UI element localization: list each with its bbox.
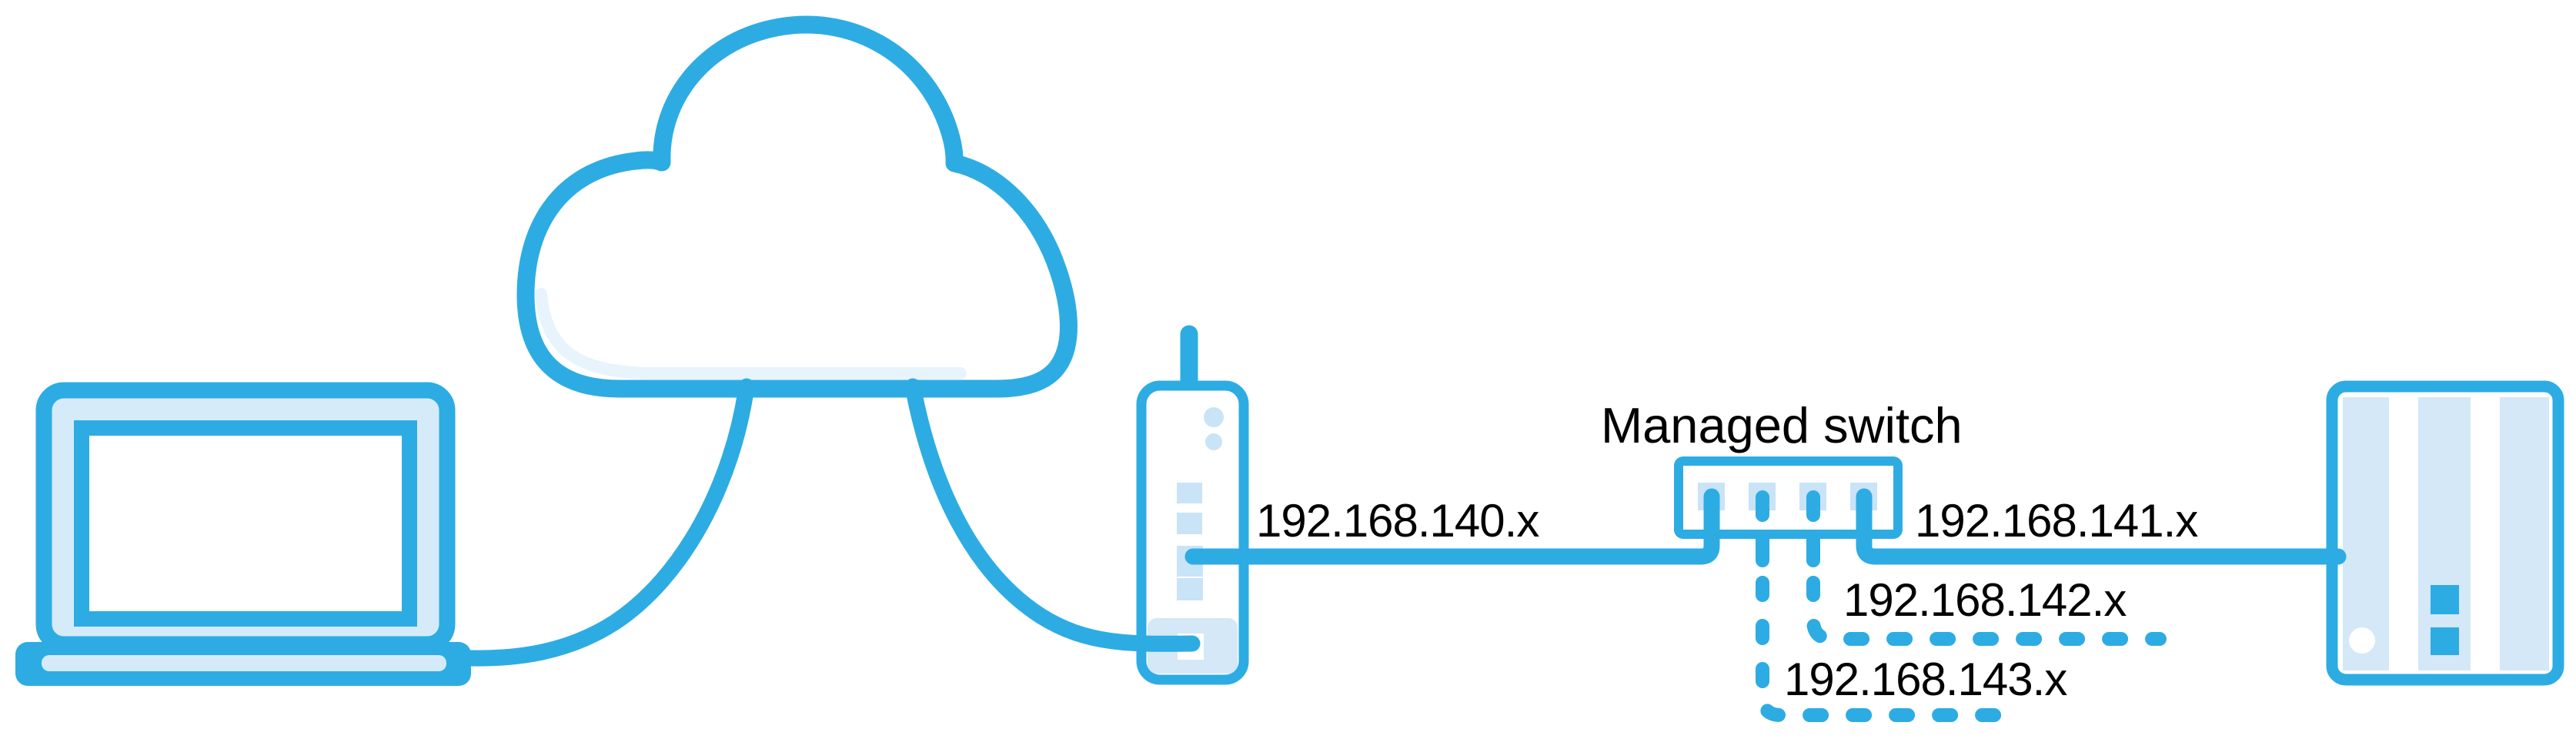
server-panel-3 — [2500, 397, 2549, 670]
server-panel-2 — [2418, 397, 2471, 670]
cable-cloud-to-router — [904, 378, 1201, 652]
router-led-2 — [1205, 433, 1222, 450]
subnet-label-141: 192.168.141.x — [1915, 495, 2198, 547]
subnet-label-142: 192.168.142.x — [1843, 574, 2127, 626]
server-drive-1 — [2431, 585, 2459, 614]
laptop-icon — [15, 382, 471, 686]
subnet-label-143: 192.168.143.x — [1784, 654, 2067, 705]
switch-body — [1674, 456, 1903, 539]
server-icon — [2326, 380, 2564, 686]
cable-cloud-to-laptop — [463, 378, 755, 667]
cloud-inner-shade — [535, 288, 967, 380]
diagram-labels: Managed switch 192.168.140.x 192.168.141… — [1256, 397, 2199, 705]
line-router-to-switch — [1184, 488, 1720, 565]
laptop-screen — [74, 420, 417, 627]
router-slot-2 — [1177, 513, 1202, 534]
wan-cables — [463, 378, 1201, 667]
managed-switch-label: Managed switch — [1601, 397, 1963, 453]
router-led-1 — [1204, 407, 1224, 427]
router-slot-3 — [1177, 578, 1203, 600]
server-power-light — [2349, 627, 2375, 654]
server-panel-1 — [2343, 397, 2389, 670]
vlan-dashed-lines — [1756, 576, 2167, 722]
server-drive-2 — [2431, 627, 2459, 655]
cloud-outline — [516, 15, 1078, 398]
router-icon — [1136, 325, 1249, 685]
managed-switch-icon — [1674, 456, 1903, 567]
dashed-line-vlan-142 — [1806, 576, 2167, 646]
subnet-label-140: 192.168.140.x — [1256, 495, 1539, 547]
router-slot-1 — [1177, 483, 1202, 503]
lan-lines — [1184, 488, 2347, 565]
dashed-line-vlan-143 — [1756, 576, 2016, 722]
internet-cloud-icon — [516, 15, 1078, 398]
line-switch-to-server — [1856, 488, 2347, 565]
laptop-base-trim — [42, 655, 446, 671]
